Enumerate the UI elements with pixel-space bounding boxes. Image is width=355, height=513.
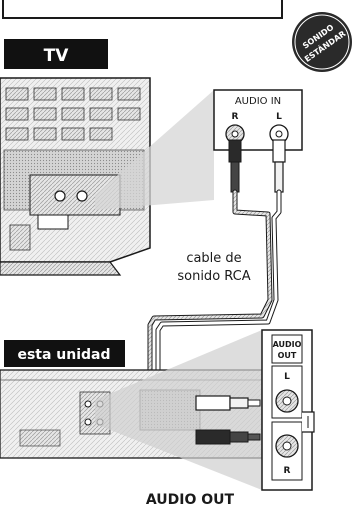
audio-in-left-label: L xyxy=(276,112,282,122)
rca-plug-icon xyxy=(195,395,261,411)
tv-back-panel xyxy=(0,77,151,276)
cable-label-line1: cable de xyxy=(186,251,241,266)
unit-zoom-wedge xyxy=(95,330,262,490)
audio-in-label: AUDIO IN xyxy=(235,96,281,107)
tv-audio-in-panel: AUDIO IN R L xyxy=(213,89,303,151)
rca-plug-icon xyxy=(272,139,286,193)
sound-standard-badge: SONIDO ESTÁNDAR xyxy=(292,12,352,72)
audio-out-caption: AUDIO OUT xyxy=(146,492,235,508)
unit-label-box: esta unidad xyxy=(4,340,125,367)
audio-out-left-label: L xyxy=(284,372,290,382)
tv-label-box: TV xyxy=(4,39,108,69)
audio-out-title-line2: OUT xyxy=(278,351,297,360)
tv-label: TV xyxy=(44,46,70,66)
unit-label: esta unidad xyxy=(17,347,110,363)
cable-label-line2: sonido RCA xyxy=(177,269,250,284)
audio-out-title-line1: AUDIO xyxy=(273,340,302,349)
unit-audio-out-panel: AUDIO OUT L R xyxy=(261,329,315,491)
tv-zoom-wedge xyxy=(95,90,214,210)
audio-in-right-label: R xyxy=(232,112,239,122)
rca-plug-icon xyxy=(228,139,242,193)
rca-plug-icon xyxy=(195,429,261,445)
top-frame xyxy=(2,0,283,19)
audio-out-right-label: R xyxy=(284,466,291,476)
